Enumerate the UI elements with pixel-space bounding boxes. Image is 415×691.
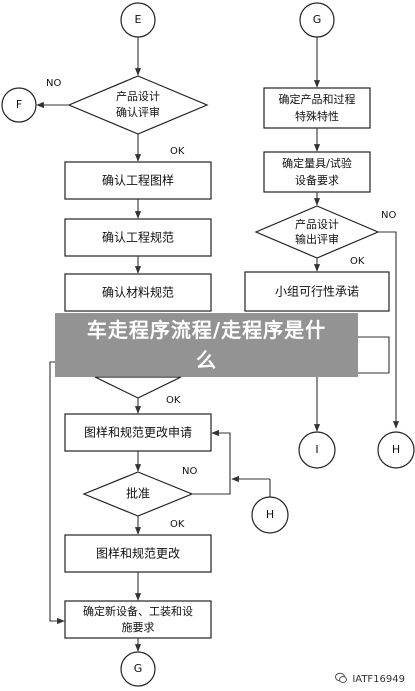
decision-approve: 批准 [82, 471, 194, 517]
connector-g-bottom: G [120, 651, 156, 687]
connector-h-right-label: H [392, 443, 400, 456]
connector-e: E [120, 2, 156, 38]
process-confirm-product-line2: 特殊特性 [295, 109, 339, 123]
connector-i-label: I [315, 443, 318, 456]
process-confirm-spec-label: 确认工程规范 [102, 230, 174, 245]
process-feasibility: 小组可行性承诺 [244, 271, 390, 312]
process-confirm-spec: 确认工程规范 [64, 218, 212, 257]
label-no-right: NO [381, 210, 396, 221]
decision-design-output: 产品设计 输出评审 [254, 205, 380, 259]
decision-design-output-line2: 输出评审 [295, 232, 339, 246]
banner-line-2: 么 [196, 348, 217, 372]
connector-g-top-label: G [313, 13, 322, 26]
decision-design-review-line2: 确认评审 [116, 105, 160, 119]
label-no-approve: NO [182, 466, 197, 477]
decision-design-review-line1: 产品设计 [116, 89, 160, 103]
decision-approve-label: 批准 [126, 486, 150, 501]
process-confirm-gauge-line2: 设备要求 [295, 173, 339, 187]
connector-h-left: H [251, 496, 289, 534]
process-change-label: 图样和规范更改 [96, 546, 180, 561]
label-ok-approve: OK [170, 519, 185, 530]
connector-h-left-label: H [266, 508, 274, 521]
process-confirm-equipment-line2: 施要求 [122, 621, 155, 634]
watermark-text: IATF16949 [352, 674, 405, 685]
connector-g-top: G [299, 2, 335, 38]
process-confirm-material: 确认材料规范 [64, 273, 212, 312]
banner-line-1: 车走程序流程/走程序是什 [86, 318, 327, 342]
connector-g-bottom-label: G [134, 662, 143, 675]
edge-output-no-to-h [378, 231, 400, 429]
label-no-left: NO [46, 78, 61, 89]
process-confirm-drawing: 确认工程图样 [64, 161, 212, 200]
label-ok-left-top: OK [170, 146, 185, 157]
label-ok-left-mid: OK [166, 395, 181, 406]
process-change-request: 图样和规范更改申请 [64, 413, 212, 452]
title-banner: 车走程序流程/走程序是什 么 [55, 313, 358, 377]
decision-design-output-line1: 产品设计 [295, 217, 339, 231]
process-confirm-equipment: 确定新设备、工装和设 施要求 [64, 600, 212, 639]
process-confirm-gauge: 确定量具/试验 设备要求 [263, 151, 371, 193]
connector-e-label: E [135, 13, 142, 26]
edge-approve-no-loop [192, 429, 231, 495]
process-change: 图样和规范更改 [64, 534, 212, 573]
connector-h-right: H [377, 431, 415, 469]
process-confirm-product-line1: 确定产品和过程 [279, 92, 356, 106]
connector-f-label: F [16, 98, 22, 111]
process-change-request-label: 图样和规范更改申请 [84, 425, 192, 440]
process-confirm-gauge-line1: 确定量具/试验 [282, 156, 352, 170]
process-feasibility-label: 小组可行性承诺 [275, 285, 359, 299]
process-confirm-product: 确定产品和过程 特殊特性 [263, 87, 371, 129]
connector-f: F [1, 87, 37, 123]
decision-hidden-left [94, 376, 182, 399]
edge-bypass-to-equipment [49, 361, 65, 625]
process-confirm-equipment-line1: 确定新设备、工装和设 [83, 604, 193, 618]
wechat-icon [335, 672, 348, 683]
connector-i: I [298, 431, 336, 469]
process-confirm-material-label: 确认材料规范 [102, 285, 174, 300]
process-confirm-drawing-label: 确认工程图样 [102, 173, 174, 188]
decision-design-review: 产品设计 确认评审 [67, 75, 209, 135]
label-ok-right: OK [350, 256, 365, 267]
box-hidden-right [358, 336, 390, 374]
watermark: IATF16949 [335, 672, 405, 685]
